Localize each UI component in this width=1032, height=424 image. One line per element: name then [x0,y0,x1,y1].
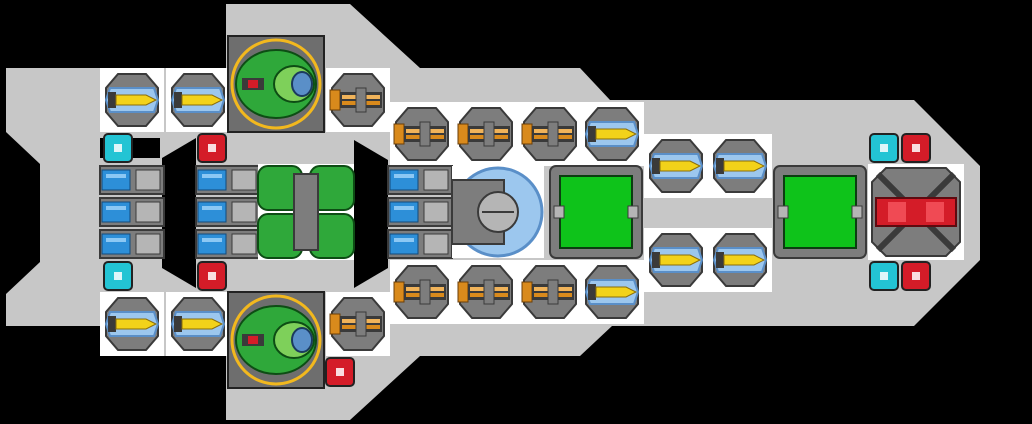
thruster-stack [387,165,453,259]
hull-void-mid [354,140,388,288]
thruster-stack [195,165,261,259]
red-node [325,357,355,387]
fuel-tank [257,164,355,260]
missile-launcher [708,228,772,292]
missile-launcher [166,68,230,132]
green-panel-module [549,165,643,259]
green-panel-module [773,165,867,259]
hull-void-center [162,138,196,288]
missile-launcher [166,292,230,356]
cannon-turret [518,102,582,166]
cockpit-module [227,35,325,133]
cyan-node [103,133,133,163]
cannon-turret [390,260,454,324]
missile-launcher [644,228,708,292]
red-node [901,133,931,163]
cannon-turret [454,260,518,324]
red-core-module [868,164,964,260]
thruster-stack [99,165,165,259]
cyan-node [869,133,899,163]
red-node [197,261,227,291]
red-node [197,133,227,163]
cannon-turret [326,68,390,132]
cyan-node [103,261,133,291]
missile-launcher [100,292,164,356]
cannon-turret [518,260,582,324]
missile-launcher [580,102,644,166]
missile-launcher [100,68,164,132]
missile-launcher [708,134,772,198]
cockpit-module [227,291,325,389]
missile-launcher [580,260,644,324]
cannon-turret [390,102,454,166]
red-node [901,261,931,291]
cyan-node [869,261,899,291]
cannon-turret [326,292,390,356]
reactor-core [451,166,544,258]
missile-launcher [644,134,708,198]
cannon-turret [454,102,518,166]
